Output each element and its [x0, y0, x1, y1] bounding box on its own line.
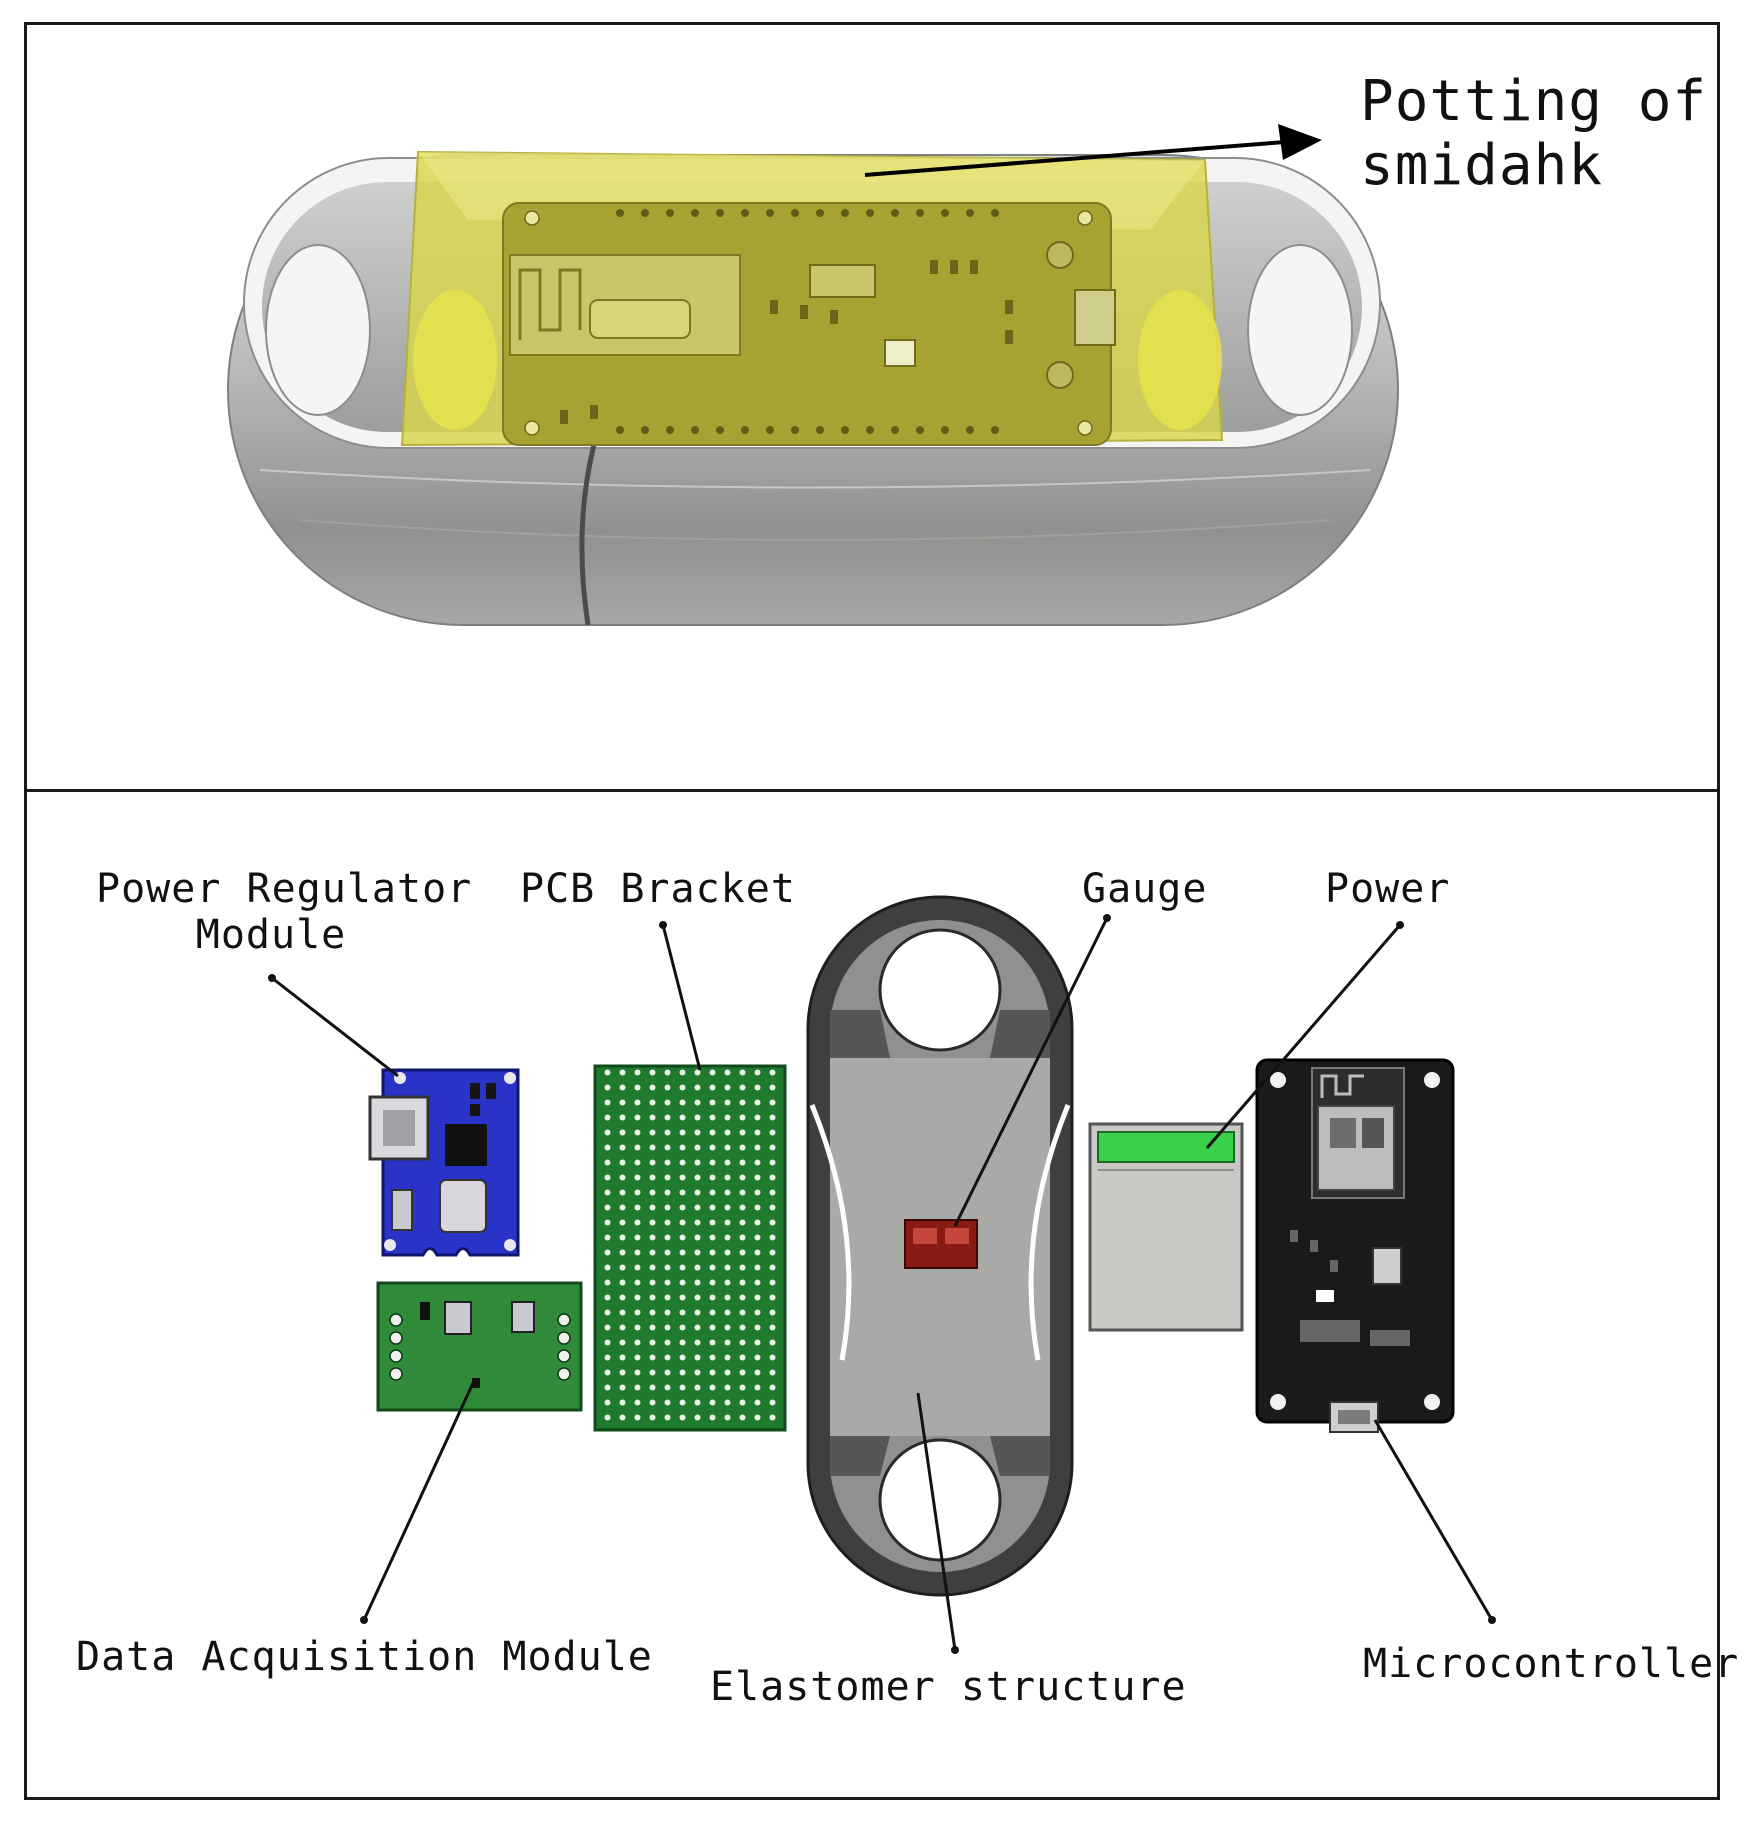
potting-pointer	[864, 140, 1286, 177]
label-power-regulator: Power Regulator Module	[96, 866, 473, 958]
pcb-bracket	[593, 1064, 787, 1432]
leader-microcontroller	[1373, 1419, 1494, 1621]
housing-hole-right	[1247, 244, 1353, 416]
label-gauge: Gauge	[1082, 866, 1208, 912]
label-power: Power	[1325, 866, 1451, 912]
leader-lines	[271, 917, 1494, 1651]
leader-data-acquisition	[362, 1382, 475, 1621]
label-power-regulator-line1: Power Regulator	[96, 866, 473, 912]
leader-power	[1205, 924, 1402, 1149]
label-pcb-bracket: PCB Bracket	[520, 866, 796, 912]
potted-housing-assembly	[227, 124, 1399, 626]
label-elastomer: Elastomer structure	[710, 1664, 1187, 1710]
power-battery	[1088, 1122, 1244, 1332]
label-potting-line2: smidahk	[1360, 133, 1604, 199]
label-data-acquisition: Data Acquisition Module	[76, 1634, 653, 1680]
elastomer-hole-bottom	[878, 1438, 1002, 1562]
label-power-regulator-line2: Module	[195, 912, 347, 958]
elastomer-hole-top	[878, 928, 1002, 1052]
leader-pcb-bracket	[661, 924, 702, 1071]
power-regulator-module	[368, 1068, 520, 1257]
potting-arrowhead	[1278, 124, 1322, 160]
label-potting-line1: Potting of	[1360, 69, 1708, 134]
leader-gauge	[953, 917, 1109, 1227]
microcontroller-board	[1255, 1058, 1455, 1433]
elastomer-structure	[806, 895, 1074, 1597]
label-microcontroller: Microcontroller	[1363, 1641, 1740, 1687]
wire	[579, 429, 601, 626]
data-acquisition-module	[376, 1281, 583, 1412]
label-potting: Potting of smidahk	[1360, 69, 1708, 199]
housing-hole-left	[265, 244, 371, 416]
leader-power-regulator	[271, 976, 399, 1078]
leader-elastomer	[916, 1392, 957, 1651]
